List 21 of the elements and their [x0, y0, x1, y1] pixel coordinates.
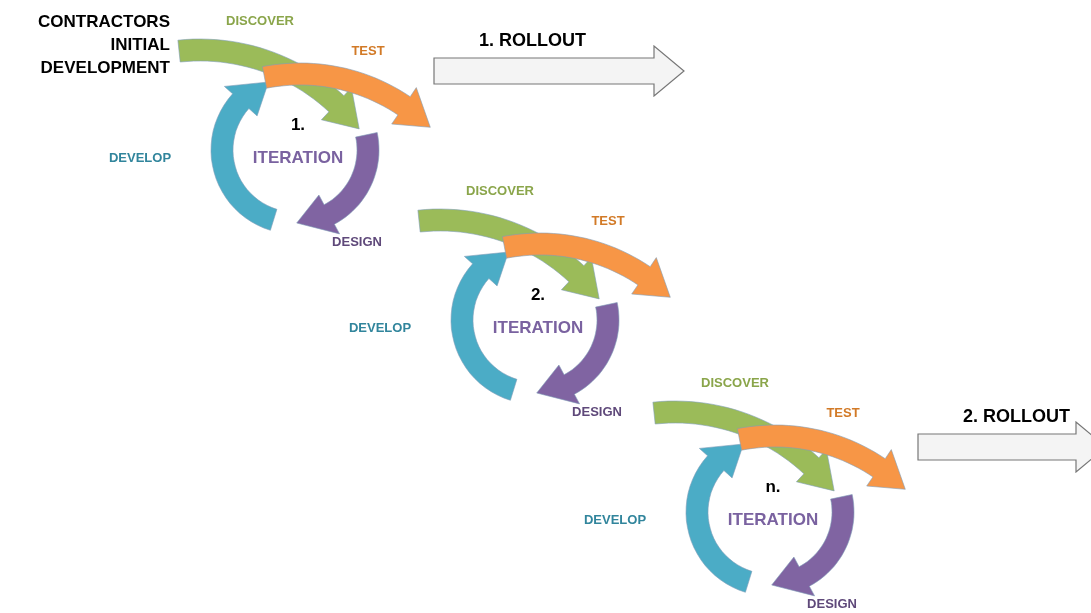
iteration-number: 1.: [290, 115, 306, 135]
rollout-heading: 1. ROLLOUT: [479, 30, 586, 51]
rollout-heading: 2. ROLLOUT: [963, 406, 1070, 427]
iteration-label: ITERATION: [492, 318, 584, 338]
phase-label: DESIGN: [807, 595, 857, 611]
phase-label: DESIGN: [572, 403, 622, 419]
phase-label: DEVELOP: [583, 511, 647, 527]
iteration-number: 2.: [530, 285, 546, 305]
phase-label: TEST: [826, 404, 860, 420]
phase-label: DISCOVER: [226, 12, 294, 28]
phase-label: TEST: [351, 42, 385, 58]
iteration-number: n.: [765, 477, 781, 497]
phase-label: DESIGN: [332, 233, 382, 249]
phase-label: DEVELOP: [348, 319, 412, 335]
phase-label: DEVELOP: [108, 149, 172, 165]
start-label: CONTRACTORS INITIAL DEVELOPMENT: [37, 11, 170, 79]
iteration-label: ITERATION: [727, 510, 819, 530]
phase-label: DISCOVER: [466, 182, 534, 198]
phase-label: DISCOVER: [701, 374, 769, 390]
iteration-label: ITERATION: [252, 148, 344, 168]
phase-label: TEST: [591, 212, 625, 228]
